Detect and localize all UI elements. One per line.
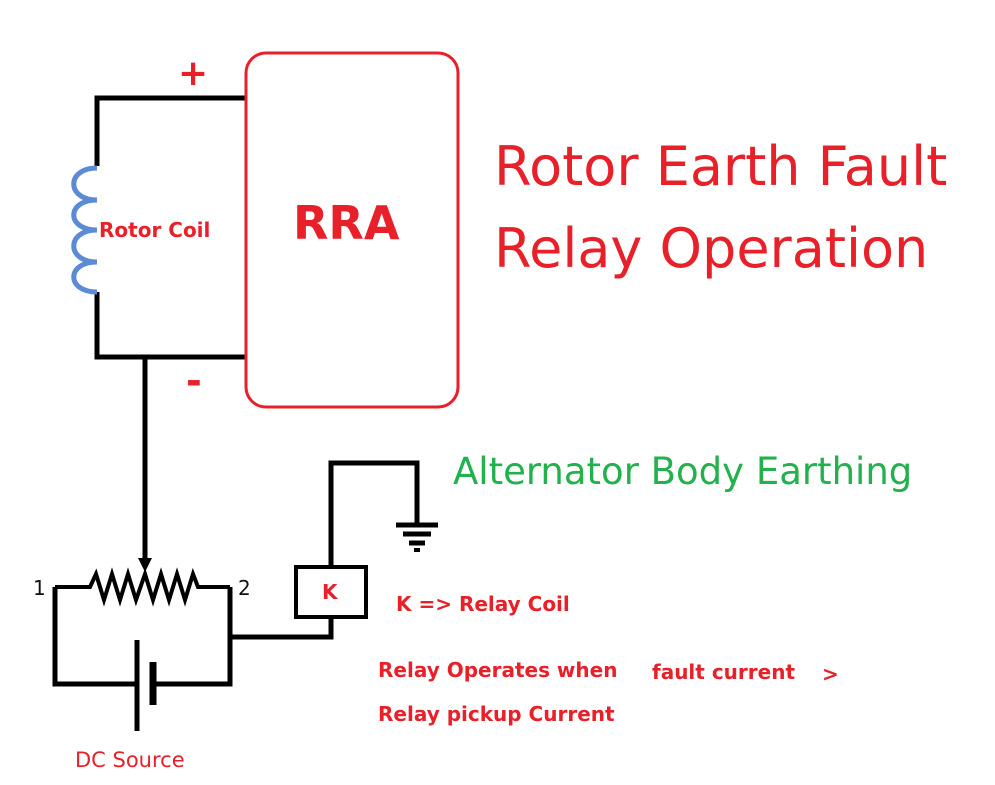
earth-wire xyxy=(328,460,420,567)
rotor-coil-label: Rotor Coil xyxy=(99,218,211,242)
relay-coil-symbol: K xyxy=(322,580,338,604)
pickup-current-text: Relay pickup Current xyxy=(378,702,615,726)
rotor-positive-wire xyxy=(94,95,245,166)
positive-terminal-label: + xyxy=(178,53,209,94)
relay-feed-wire xyxy=(230,617,334,640)
dc-source-label: DC Source xyxy=(75,748,185,772)
wiper-arrow xyxy=(138,558,152,572)
alternator-earthing-label: Alternator Body Earthing xyxy=(453,450,913,493)
ground-icon xyxy=(396,522,438,552)
title-line-1: Rotor Earth Fault xyxy=(494,135,948,198)
potentiometer-resistor xyxy=(55,567,230,607)
rotor-negative-wire xyxy=(94,292,245,360)
terminal-1-label: 1 xyxy=(33,576,46,600)
terminal-2-label: 2 xyxy=(238,576,251,600)
operate-condition-text: Relay Operates when xyxy=(378,658,618,682)
rra-box xyxy=(244,51,460,409)
rra-label: RRA xyxy=(293,196,400,250)
battery-loop-right xyxy=(153,587,233,687)
rotor-coil-inductor xyxy=(71,165,98,295)
battery-loop-left xyxy=(52,587,137,687)
title-line-2: Relay Operation xyxy=(494,217,929,280)
relay-coil-legend: K => Relay Coil xyxy=(396,592,570,616)
fault-current-text: fault current xyxy=(652,660,795,684)
negative-terminal-label: - xyxy=(186,359,202,403)
greater-than-symbol: > xyxy=(822,662,839,686)
